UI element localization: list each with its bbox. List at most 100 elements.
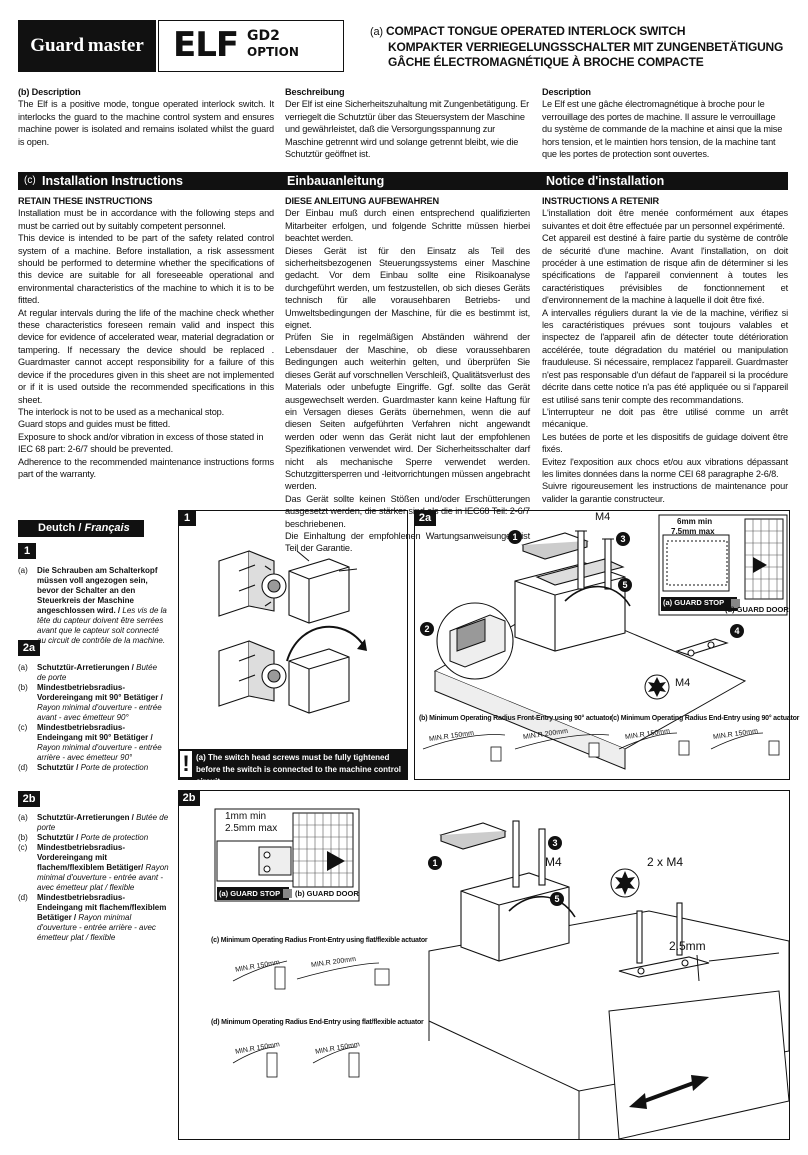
- figure-2b: 2b: [178, 790, 790, 1140]
- figure-1-warning: ! (a) The switch head screws must be ful…: [178, 749, 408, 786]
- legend-1-de: Die Schrauben am Schalterkopf müssen vol…: [37, 566, 158, 615]
- legend-2a-de: Schutztür /: [37, 763, 79, 772]
- callout-1: 1: [512, 532, 517, 542]
- legend-2a-fr: Rayon minimal d'ouverture - entrée arriè…: [37, 743, 162, 762]
- fig2a-caption-b: (b) Minimum Operating Radius Front-Entry…: [419, 715, 612, 722]
- guardmaster-logo: Guard master: [18, 20, 156, 72]
- legend-2b-de: Mindestbetriebsradius-Endeingang mit fla…: [37, 893, 167, 922]
- legend-2b-item: (b) Schutztür / Porte de protection: [18, 833, 170, 843]
- installation-en-p3: At regular intervals during the life of …: [18, 307, 274, 405]
- legend-2b-marker: (d): [18, 893, 28, 902]
- installation-fr: INSTRUCTIONS A RETENIR L'installation do…: [542, 195, 788, 505]
- legend-bar-de: Deutch /: [38, 522, 82, 534]
- legend-1: (a) Die Schrauben am Schalterkopf müssen…: [18, 566, 168, 646]
- title-de: KOMPAKTER VERRIEGELUNGSSCHALTER MIT ZUNG…: [388, 40, 784, 54]
- description-en-heading: (b) Description: [18, 87, 81, 97]
- installation-en-p1: Installation must be in accordance with …: [18, 208, 274, 231]
- installation-en-p6: Exposure to shock and/or vibration in ex…: [18, 431, 264, 442]
- installation-fr-p1: L'installation doit être menée conformém…: [542, 208, 788, 231]
- legend-2a-fr: Rayon minimal d'ouverture - entrée avant…: [37, 703, 162, 722]
- installation-en: RETAIN THESE INSTRUCTIONS Installation m…: [18, 195, 274, 480]
- figure-1-drawing: [218, 550, 367, 714]
- legend-2b-marker: (b): [18, 833, 28, 842]
- product-box: ELF GD2 OPTION: [158, 20, 344, 72]
- callout-2: 2: [424, 624, 429, 634]
- legend-1-marker: (a): [18, 566, 28, 575]
- installation-en-p5: Guard stops and guides must be fitted.: [18, 419, 171, 430]
- fig2a-guard-stop: (a) GUARD STOP: [663, 598, 725, 607]
- legend-2a-fr: Porte de protection: [80, 763, 149, 772]
- title-fr: GÂCHE ÉLECTROMAGNÉTIQUE À BROCHE COMPACT…: [388, 55, 704, 69]
- installation-en-heading: RETAIN THESE INSTRUCTIONS: [18, 196, 153, 206]
- product-option: OPTION: [247, 45, 299, 59]
- legend-2a-marker: (b): [18, 683, 28, 692]
- legend-1-fr: Les vis de la tête du capteur doivent êt…: [37, 606, 167, 645]
- legend-2b-fr: Porte de protection: [80, 833, 149, 842]
- fig2a-guard-door: (d) GUARD DOOR: [725, 605, 789, 614]
- legend-2b-de: Mindestbetriebsradius-Vordereingang mit …: [37, 843, 144, 872]
- figure-1-warning-text: (a) The switch head screws must be fully…: [196, 753, 401, 786]
- figure-2b-tag: 2b: [178, 790, 200, 806]
- description-en: (b) Description The Elf is a positive mo…: [18, 86, 274, 148]
- installation-de-p1: Der Einbau muß durch einen entsprechend …: [285, 208, 530, 244]
- description-de: Beschreibung Der Elf ist eine Sicherheit…: [285, 86, 530, 160]
- legend-2b-marker: (a): [18, 813, 28, 822]
- fig2a-m4-top: M4: [595, 511, 611, 523]
- installation-fr-p5: Les butées de porte et les dispositifs d…: [542, 431, 788, 455]
- legend-2b-marker: (c): [18, 843, 28, 852]
- fig2b-caption-c: (c) Minimum Operating Radius Front-Entry…: [211, 937, 428, 944]
- legend-2a-item: (b) Mindestbetriebsradius-Vordereingang …: [18, 683, 168, 723]
- installation-marker: (c): [24, 175, 36, 186]
- product-name: ELF: [173, 25, 239, 65]
- legend-2b-item: (d) Mindestbetriebsradius-Endeingang mit…: [18, 893, 170, 943]
- callout-5: 5: [622, 580, 627, 590]
- installation-fr-p6: Evitez l'exposition aux chocs et/ou aux …: [542, 456, 788, 479]
- description-fr-text: Le Elf est une gâche électromagnétique à…: [542, 99, 783, 160]
- installation-de-p3: Prüfen Sie in regelmäßigen Abständen wäh…: [285, 332, 530, 492]
- fig2b-caption-d: (d) Minimum Operating Radius End-Entry u…: [211, 1019, 424, 1026]
- fig2b-dim-min: 1mm min: [225, 811, 267, 822]
- legend-2a-tag: 2a: [18, 640, 40, 656]
- legend-2a-item: (c) Mindestbetriebsradius-Endeingang mit…: [18, 723, 168, 763]
- callout-5: 5: [554, 894, 559, 904]
- installation-en-p7: IEC 68 part: 2-6/7 should be prevented.: [18, 444, 174, 455]
- fig2a-m4-bottom: M4: [675, 677, 691, 689]
- figure-2a-tag: 2a: [414, 510, 436, 526]
- legend-1-tag: 1: [18, 543, 36, 559]
- description-fr: Description Le Elf est une gâche électro…: [542, 86, 787, 160]
- installation-fr-p4: L'interrupteur ne doit pas être utilisé …: [542, 406, 788, 430]
- legend-2a-marker: (d): [18, 763, 28, 772]
- installation-de: DIESE ANLEITUNG AUFBEWAHREN Der Einbau m…: [285, 195, 530, 555]
- installation-fr-heading: INSTRUCTIONS A RETENIR: [542, 196, 659, 206]
- description-de-text: Der Elf ist eine Sicherheitszuhaltung mi…: [285, 99, 530, 160]
- installation-en-title: Installation Instructions: [42, 174, 183, 188]
- legend-2b-item: (a) Schutztür-Arretierungen / Butée de p…: [18, 813, 170, 833]
- installation-en-p2: This device is intended to be part of th…: [18, 233, 274, 306]
- callout-1: 1: [432, 858, 437, 868]
- fig2b-dim-max: 2.5mm max: [225, 823, 278, 834]
- legend-bar: Deutch / Français: [18, 520, 144, 537]
- installation-de-p2: Dieses Gerät ist für den Einsatz als Tei…: [285, 245, 530, 331]
- legend-2b-fr: Rayon minimal d'ouverture - entrée avant…: [37, 863, 169, 892]
- description-fr-heading: Description: [542, 87, 591, 97]
- installation-fr-title: Notice d'installation: [546, 174, 665, 188]
- document-title: (a) COMPACT TONGUE OPERATED INTERLOCK SW…: [370, 24, 790, 70]
- legend-2a-de: Mindestbetriebsradius-Vordereingang mit …: [37, 683, 163, 702]
- legend-2a: (a) Schutztür-Arretierungen / Butée de p…: [18, 663, 168, 773]
- installation-fr-p2: Cet appareil est destiné à faire partie …: [542, 233, 788, 306]
- legend-2b-fr: Butée de porte: [37, 813, 169, 832]
- fig2b-gap: 2.5mm: [669, 939, 706, 953]
- legend-2a-marker: (c): [18, 723, 28, 732]
- installation-fr-p7: Suivre rigoureusement les instructions d…: [542, 481, 788, 504]
- installation-en-p4: The interlock is not to be used as a mec…: [18, 406, 225, 417]
- legend-2a-marker: (a): [18, 663, 28, 672]
- description-en-text: The Elf is a positive mode, tongue opera…: [18, 99, 274, 147]
- installation-fr-p3: A intervalles réguliers durant la vie de…: [542, 307, 788, 405]
- figure-1: 1 ! (a) The switch head screws must be: [178, 510, 408, 786]
- title-marker: (a): [370, 26, 383, 38]
- fig2b-guard-stop: (a) GUARD STOP: [219, 889, 281, 898]
- warning-icon: !: [180, 751, 192, 777]
- legend-2a-de: Mindestbetriebsradius-Endeingang mit 90°…: [37, 723, 153, 742]
- fig2a-dim-max: 7.5mm max: [671, 527, 715, 536]
- installation-de-title: Einbauanleitung: [287, 174, 385, 188]
